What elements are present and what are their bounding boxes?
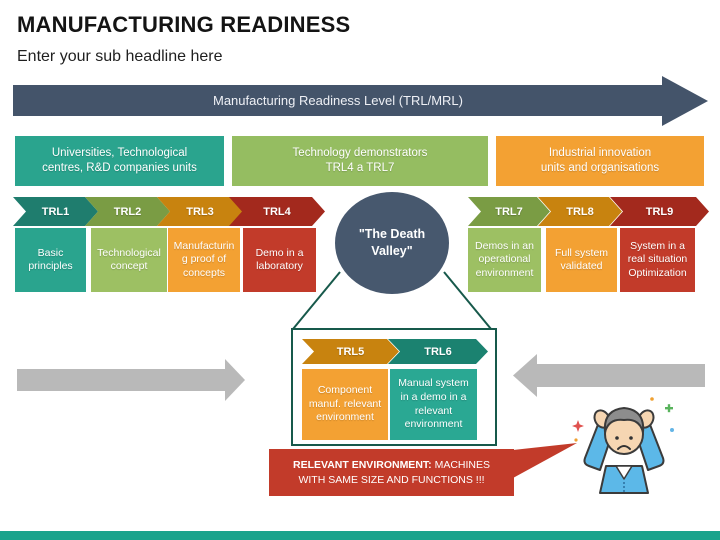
- callout-tail-icon: [513, 443, 577, 478]
- header-industrial-innovation: Industrial innovation units and organisa…: [496, 136, 704, 186]
- page-title: MANUFACTURING READINESS: [17, 12, 351, 37]
- mrl-banner-arrow: Manufacturing Readiness Level (TRL/MRL): [13, 85, 663, 116]
- callout-emphasis: RELEVANT ENVIRONMENT:: [293, 458, 432, 471]
- desc-trl8: Full system validated: [546, 228, 617, 292]
- hair: [603, 407, 645, 433]
- desc-trl6: Manual system in a demo in a relevant en…: [390, 369, 477, 440]
- desc-trl4: Demo in a laboratory: [243, 228, 316, 292]
- worried-person-illustration: [572, 397, 674, 494]
- frown-mouth: [617, 445, 631, 450]
- chevron-trl9: TRL9: [610, 197, 709, 226]
- desc-trl1: Basic principles: [15, 228, 86, 292]
- header-technology-demonstrators: Technology demonstrators TRL4 a TRL7: [232, 136, 488, 186]
- death-valley-circle: "The Death Valley": [335, 192, 449, 294]
- left-gray-arrow: [17, 369, 225, 391]
- left-eye: [615, 436, 619, 440]
- chevron-trl4: TRL4: [229, 197, 325, 226]
- relevant-environment-callout: RELEVANT ENVIRONMENT: MACHINES WITH SAME…: [269, 449, 514, 496]
- desc-trl9: System in a real situation Optimization: [620, 228, 695, 292]
- page-subtitle: Enter your sub headline here: [17, 48, 223, 65]
- right-gray-arrowhead-icon: [513, 354, 537, 397]
- chevron-trl5: TRL5: [302, 339, 399, 364]
- chevron-trl7: TRL7: [468, 197, 550, 226]
- collar: [615, 465, 633, 480]
- desc-trl2: Technological concept: [91, 228, 167, 292]
- callout-text: MACHINES WITH SAME SIZE AND FUNCTIONS !!…: [298, 458, 490, 486]
- chevron-trl3: TRL3: [157, 197, 243, 226]
- header-universities: Universities, Technological centres, R&D…: [15, 136, 224, 186]
- footer-accent-bar: [0, 531, 720, 540]
- desc-trl7: Demos in an operational environment: [468, 228, 541, 292]
- desc-trl5: Component manuf. relevant environment: [302, 369, 388, 440]
- left-gray-arrowhead-icon: [225, 359, 245, 401]
- chevron-trl8: TRL8: [538, 197, 622, 226]
- chevron-trl1: TRL1: [13, 197, 98, 226]
- chevron-trl6: TRL6: [388, 339, 488, 364]
- right-eye: [629, 436, 633, 440]
- desc-trl3: Manufacturing proof of concepts: [168, 228, 240, 292]
- mrl-banner-arrowhead-icon: [662, 76, 708, 126]
- chevron-trl2: TRL2: [85, 197, 170, 226]
- right-gray-arrow: [537, 364, 705, 387]
- sparkle-star-icon: [572, 420, 584, 432]
